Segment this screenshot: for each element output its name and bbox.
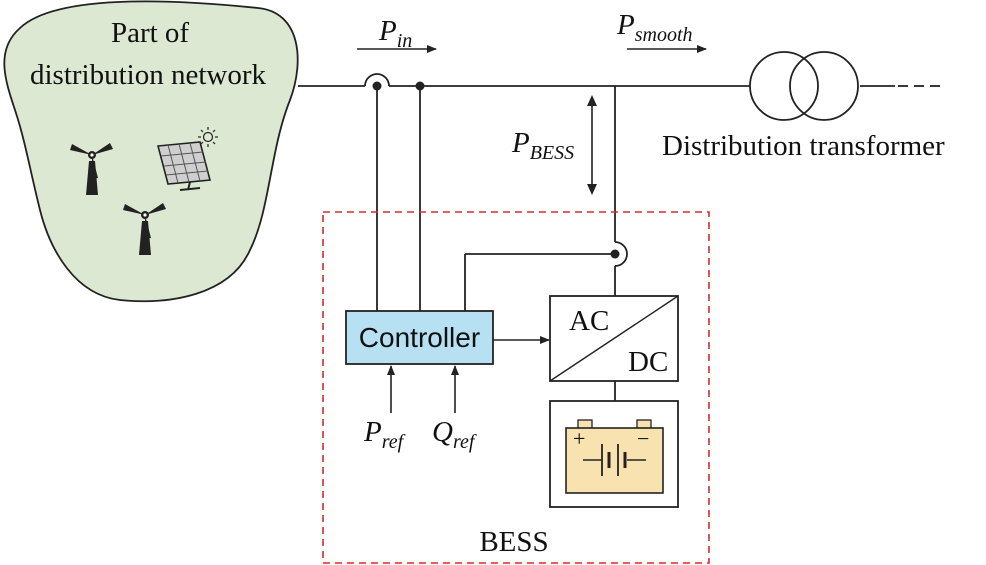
bess-boundary	[322, 211, 710, 564]
p-smooth-label: Psmooth	[616, 9, 693, 46]
junction-dot	[415, 81, 425, 91]
p-ref-label: Pref	[363, 416, 406, 453]
main-bus-line	[298, 73, 940, 87]
battery-minus: −	[637, 426, 649, 451]
solar-panel-icon	[156, 141, 212, 191]
network-label-line2: distribution network	[30, 59, 267, 91]
transformer-icon	[749, 51, 859, 121]
bess-label: BESS	[479, 526, 548, 558]
converter-dc-label: DC	[628, 346, 668, 378]
converter-ac-label: AC	[569, 305, 609, 337]
distribution-network-area	[3, 0, 299, 303]
p-bess-arrow	[587, 95, 597, 195]
controller-label: Controller	[359, 322, 480, 353]
controller-box	[345, 310, 494, 365]
transformer-label: Distribution transformer	[662, 130, 945, 162]
p-bess-label: PBESS	[511, 127, 574, 164]
bess-feeder-line	[614, 86, 628, 401]
battery-icon	[565, 419, 664, 494]
battery-plus: +	[573, 426, 585, 451]
sun-icon	[198, 127, 218, 147]
ac-dc-converter	[549, 295, 679, 382]
junction-dot	[372, 81, 382, 91]
junction-dot	[610, 249, 620, 259]
measurement-lines	[376, 86, 615, 311]
network-label-line1: Part of	[111, 17, 189, 49]
p-in-label: Pin	[378, 15, 412, 52]
q-ref-label: Qref	[432, 416, 477, 453]
